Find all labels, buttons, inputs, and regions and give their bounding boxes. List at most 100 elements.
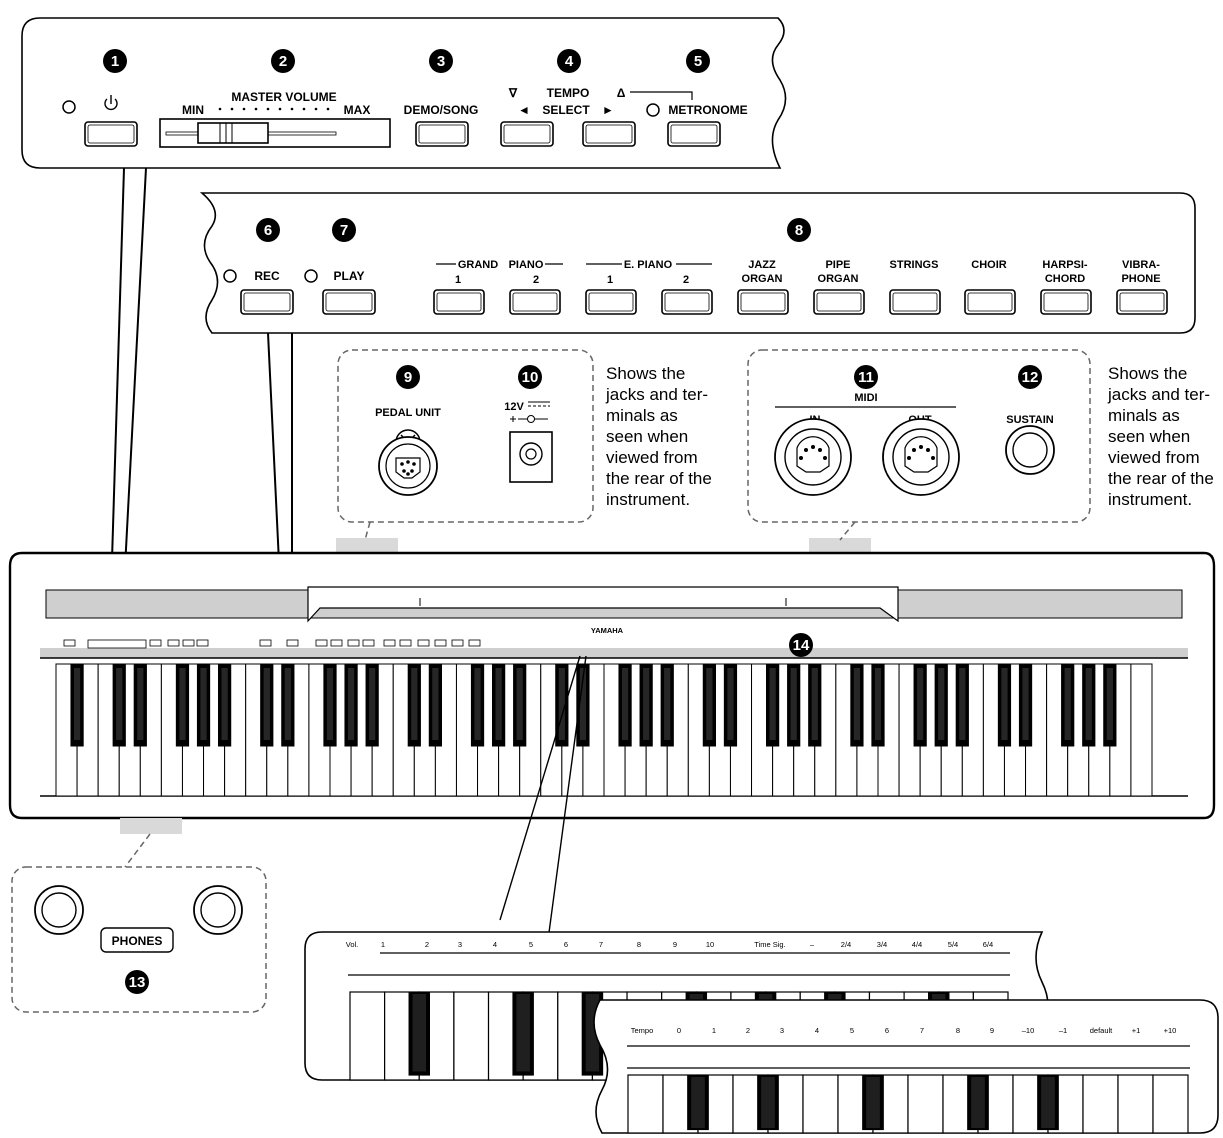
callout-number-5: 5 — [686, 49, 710, 73]
black-key[interactable] — [428, 663, 442, 747]
play-button[interactable] — [322, 289, 376, 315]
svg-text:5: 5 — [694, 53, 702, 70]
black-key[interactable] — [934, 663, 948, 747]
black-key[interactable] — [766, 663, 780, 747]
detail-key-label: 2 — [425, 940, 429, 949]
detail-key-label: 4 — [493, 940, 497, 949]
tempo-label: TEMPO — [547, 86, 590, 100]
master-volume-slider[interactable] — [159, 118, 391, 148]
black-key[interactable] — [513, 663, 527, 747]
black-key[interactable] — [1018, 663, 1033, 747]
metronome-button[interactable] — [667, 121, 721, 147]
detail-key-label: Vol. — [346, 940, 359, 949]
midi-in-jack[interactable] — [774, 418, 852, 496]
black-key[interactable] — [323, 663, 337, 747]
piano-mini-panel — [63, 639, 481, 649]
detail-black-key — [512, 992, 534, 1076]
black-key[interactable] — [702, 663, 716, 747]
svg-text:7: 7 — [340, 222, 348, 239]
black-key[interactable] — [133, 663, 147, 747]
detail-key-label: 2 — [746, 1026, 750, 1035]
black-key[interactable] — [639, 663, 653, 747]
black-key[interactable] — [407, 663, 421, 747]
svg-text:viewed from: viewed from — [1108, 448, 1200, 467]
detail-key-label: 1 — [712, 1026, 716, 1035]
choir-label: CHOIR — [971, 259, 1007, 271]
black-key[interactable] — [997, 663, 1012, 747]
black-key[interactable] — [470, 663, 485, 747]
e-piano-2-button[interactable] — [661, 289, 713, 315]
svg-text:Shows the: Shows the — [1108, 364, 1187, 383]
black-key[interactable] — [260, 663, 274, 747]
black-key[interactable] — [660, 663, 674, 747]
sustain-jack[interactable] — [1005, 425, 1055, 475]
phones-jack-right[interactable] — [193, 885, 243, 935]
rear-right-caption: Shows the jacks and ter- minals as seen … — [1107, 364, 1214, 509]
harpsichord-button[interactable] — [1040, 289, 1092, 315]
vibraphone-button[interactable] — [1116, 289, 1168, 315]
strings-button[interactable] — [889, 289, 941, 315]
svg-text:11: 11 — [858, 369, 874, 386]
black-key[interactable] — [1082, 663, 1096, 747]
black-key[interactable] — [175, 663, 190, 747]
callout-number-13: 13 — [125, 970, 149, 994]
detail-key-label: +1 — [1132, 1026, 1141, 1035]
black-key[interactable] — [281, 663, 295, 747]
black-key[interactable] — [365, 663, 379, 747]
midi-out-jack[interactable] — [882, 418, 960, 496]
black-key[interactable] — [723, 663, 738, 747]
detail-white-key — [1152, 1074, 1189, 1134]
power-button[interactable] — [84, 121, 138, 147]
pipe-organ-button[interactable] — [813, 289, 865, 315]
svg-text:4: 4 — [565, 53, 574, 70]
svg-text:Shows the: Shows the — [606, 364, 685, 383]
black-key[interactable] — [618, 663, 632, 747]
vibra-label: VIBRA- — [1122, 259, 1160, 271]
black-key[interactable] — [112, 663, 126, 747]
black-key[interactable] — [955, 663, 969, 747]
svg-text:12: 12 — [1022, 369, 1039, 386]
demo-song-button[interactable] — [415, 121, 469, 147]
svg-text:1: 1 — [111, 53, 119, 70]
grand-piano-1-button[interactable] — [433, 289, 485, 315]
black-key[interactable] — [70, 663, 84, 747]
black-key[interactable] — [492, 663, 506, 747]
phones-jack-left[interactable] — [34, 885, 84, 935]
black-key[interactable] — [218, 663, 232, 747]
select-right-button[interactable] — [582, 121, 636, 147]
detail-white-key — [453, 991, 490, 1081]
black-key[interactable] — [787, 663, 801, 747]
jazz-organ-button[interactable] — [737, 289, 789, 315]
black-key[interactable] — [850, 663, 864, 747]
grand-piano-2-label: 2 — [533, 274, 539, 286]
grand-piano-2-button[interactable] — [509, 289, 561, 315]
grand-piano-1-label: 1 — [455, 274, 461, 286]
detail-key-label: default — [1090, 1026, 1113, 1035]
detail-white-key — [1082, 1074, 1119, 1134]
piano-keyboard[interactable] — [55, 663, 1153, 797]
rear-right-marker — [809, 538, 871, 554]
black-key[interactable] — [1061, 663, 1075, 747]
detail-key-label: 2/4 — [841, 940, 851, 949]
black-key[interactable] — [871, 663, 885, 747]
master-volume-label: MASTER VOLUME — [231, 90, 336, 104]
black-key[interactable] — [576, 663, 590, 747]
choir-button[interactable] — [964, 289, 1016, 315]
e-piano-1-button[interactable] — [585, 289, 637, 315]
black-key[interactable] — [808, 663, 822, 747]
detail-white-key — [627, 1074, 664, 1134]
pedal-unit-jack[interactable] — [378, 429, 438, 496]
rec-button[interactable] — [240, 289, 294, 315]
callout-number-1: 1 — [103, 49, 127, 73]
black-key[interactable] — [913, 663, 927, 747]
detail-key-label: 8 — [637, 940, 641, 949]
black-key[interactable] — [196, 663, 211, 747]
detail-key-label: 9 — [673, 940, 677, 949]
detail-key-label: –1 — [1059, 1026, 1067, 1035]
white-key[interactable] — [1130, 663, 1153, 797]
dc-in-jack[interactable] — [509, 431, 553, 483]
black-key[interactable] — [1103, 663, 1117, 747]
select-left-button[interactable] — [500, 121, 554, 147]
black-key[interactable] — [344, 663, 358, 747]
